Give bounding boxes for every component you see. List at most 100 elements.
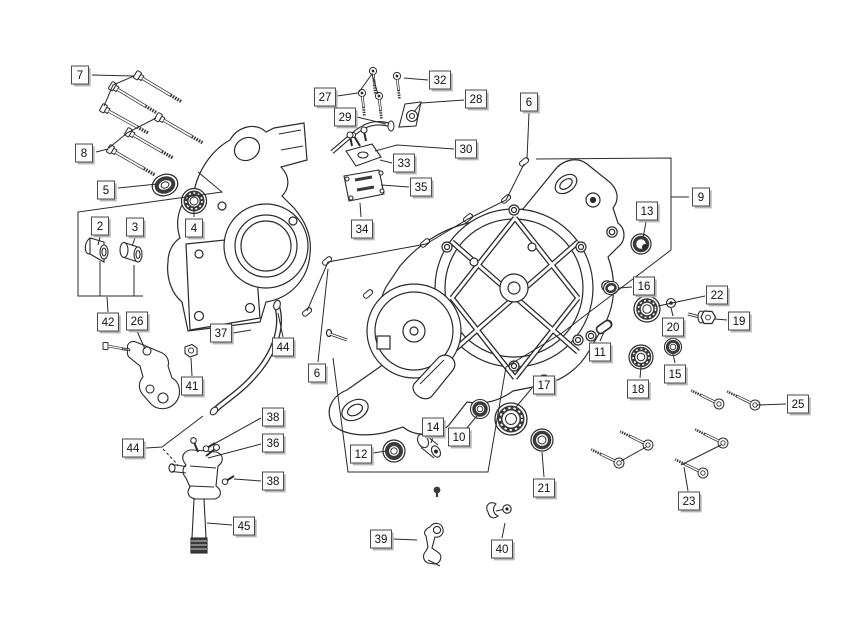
callout-4[interactable]: 4 — [185, 218, 205, 240]
callout-5[interactable]: 5 — [97, 180, 117, 202]
callout-number: 23 — [683, 496, 696, 508]
callout-18[interactable]: 18 — [627, 379, 651, 401]
callout-number: 9 — [698, 192, 704, 204]
callout-frame — [465, 89, 487, 109]
leader-line — [359, 202, 362, 218]
callout-39[interactable]: 39 — [370, 529, 394, 551]
callout-number: 17 — [538, 380, 551, 392]
callout-number: 13 — [641, 206, 654, 218]
callout-frame — [351, 219, 373, 239]
callout-frame — [533, 478, 555, 498]
part-bracket-28 — [398, 101, 422, 128]
part-plug-bolt-19 — [687, 310, 717, 325]
callout-frame — [185, 218, 203, 238]
callout-14[interactable]: 14 — [422, 417, 446, 439]
callout-number: 18 — [632, 384, 645, 396]
callout-frame — [308, 363, 326, 383]
leader-line — [541, 451, 545, 478]
bracket-lines — [77, 72, 722, 473]
callout-36[interactable]: 36 — [262, 433, 286, 455]
callout-3[interactable]: 3 — [126, 217, 146, 239]
callout-number: 44 — [127, 443, 140, 455]
leader-lines — [91, 74, 787, 541]
callout-33[interactable]: 33 — [393, 153, 417, 175]
callout-number: 39 — [375, 534, 388, 546]
callout-frame — [664, 364, 686, 384]
callout-6[interactable]: 6 — [308, 363, 328, 385]
callout-40[interactable]: 40 — [491, 539, 515, 561]
callout-7[interactable]: 7 — [71, 65, 91, 87]
callout-frame — [181, 376, 203, 396]
leader-line — [103, 75, 135, 107]
callout-30[interactable]: 30 — [455, 139, 479, 161]
callout-44[interactable]: 44 — [272, 337, 296, 359]
callout-32[interactable]: 32 — [429, 70, 453, 92]
leader-line — [657, 295, 706, 307]
leader-line — [108, 117, 157, 149]
leader-line — [162, 448, 179, 466]
callout-29[interactable]: 29 — [334, 107, 358, 129]
callout-number: 8 — [81, 148, 87, 160]
callout-42[interactable]: 42 — [97, 312, 121, 334]
leader-line — [356, 116, 387, 125]
callout-number: 29 — [339, 112, 352, 124]
part-oil-pump-45 — [168, 437, 223, 554]
callout-number: 14 — [427, 422, 440, 434]
callout-number: 41 — [186, 381, 199, 393]
callout-10[interactable]: 10 — [448, 427, 472, 449]
leader-line — [117, 183, 158, 189]
leader-line — [714, 318, 728, 321]
callout-20[interactable]: 20 — [662, 317, 686, 339]
callout-26[interactable]: 26 — [126, 311, 150, 333]
callout-27[interactable]: 27 — [314, 87, 338, 109]
part-oil-hose-37 — [209, 299, 282, 416]
leader-line — [233, 478, 262, 482]
callout-37[interactable]: 37 — [210, 323, 234, 345]
callout-number: 11 — [594, 347, 606, 359]
leader-line — [683, 466, 689, 492]
part-small-screw — [433, 486, 441, 497]
callout-frame — [429, 70, 451, 90]
callout-45[interactable]: 45 — [233, 516, 257, 538]
leader-line — [332, 157, 672, 473]
callout-frame — [262, 471, 284, 491]
callout-frame — [233, 516, 255, 536]
callout-41[interactable]: 41 — [181, 376, 205, 398]
part-crankcase-left — [167, 122, 311, 332]
leader-line — [392, 538, 418, 541]
callout-8[interactable]: 8 — [75, 143, 95, 165]
callout-38[interactable]: 38 — [262, 407, 286, 429]
callout-38[interactable]: 38 — [262, 471, 286, 493]
part-bolt-42 — [102, 342, 131, 352]
callout-number: 33 — [398, 158, 411, 170]
callout-number: 34 — [356, 224, 369, 236]
callout-16[interactable]: 16 — [633, 276, 657, 298]
callout-frame — [633, 276, 655, 296]
callout-21[interactable]: 21 — [533, 478, 557, 500]
leader-line — [639, 366, 642, 379]
callout-12[interactable]: 12 — [350, 444, 374, 466]
callout-34[interactable]: 34 — [351, 219, 375, 241]
callout-9[interactable]: 9 — [692, 187, 712, 209]
part-nut-41 — [184, 343, 198, 358]
callout-13[interactable]: 13 — [636, 201, 660, 223]
callout-11[interactable]: 11 — [589, 342, 613, 364]
callout-22[interactable]: 22 — [706, 285, 730, 307]
callout-2[interactable]: 2 — [91, 216, 111, 238]
callout-23[interactable]: 23 — [678, 491, 702, 513]
callout-35[interactable]: 35 — [410, 177, 434, 199]
callout-number: 10 — [453, 432, 466, 444]
callout-frame — [262, 407, 284, 427]
callout-28[interactable]: 28 — [465, 89, 489, 111]
callout-19[interactable]: 19 — [728, 311, 752, 333]
callout-15[interactable]: 15 — [664, 364, 688, 386]
callout-25[interactable]: 25 — [787, 394, 811, 416]
part-bearing-18 — [628, 344, 654, 370]
leader-line — [501, 522, 506, 539]
leader-line — [190, 357, 193, 377]
callout-44[interactable]: 44 — [122, 438, 146, 460]
callout-frame — [97, 312, 119, 332]
callout-6[interactable]: 6 — [520, 92, 540, 114]
callout-17[interactable]: 17 — [533, 375, 557, 397]
callout-number: 42 — [102, 317, 115, 329]
